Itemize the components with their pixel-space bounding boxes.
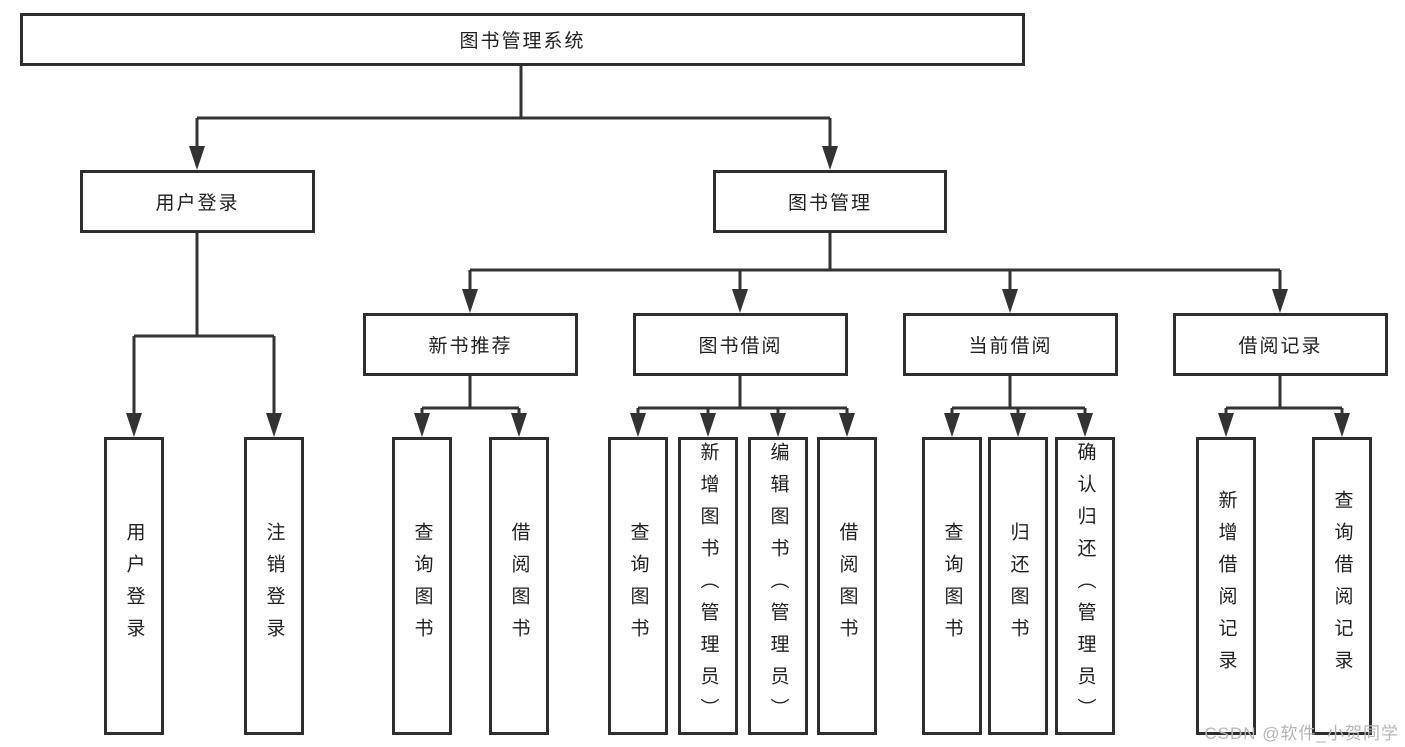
- leaf-query-borrow-record: 查询借阅记录: [1312, 437, 1372, 735]
- node-label: 查询图书: [627, 522, 649, 650]
- arrowheads: [126, 146, 1350, 437]
- node-label: 归还图书: [1007, 522, 1029, 650]
- node-book-borrowing: 图书借阅: [633, 313, 848, 376]
- node-book-management: 图书管理: [713, 170, 947, 233]
- node-label: 当前借阅: [968, 336, 1053, 357]
- node-label: 新书推荐: [428, 336, 513, 357]
- node-label: 用户登录: [123, 522, 145, 650]
- leaf-edit-books-admin: 编辑图书（管理员）: [748, 437, 808, 735]
- node-label: 借阅图书: [836, 522, 858, 650]
- node-label: 确认归还（管理员）: [1074, 442, 1096, 730]
- node-label: 注销登录: [263, 522, 285, 650]
- leaf-add-books-admin: 新增图书（管理员）: [678, 437, 738, 735]
- leaf-query-books-borrowing: 查询图书: [608, 437, 668, 735]
- leaf-logout-login: 注销登录: [244, 437, 304, 735]
- leaf-confirm-return-admin: 确认归还（管理员）: [1055, 437, 1115, 735]
- node-label: 新增借阅记录: [1215, 490, 1237, 682]
- node-current-borrowing: 当前借阅: [903, 313, 1118, 376]
- leaf-borrow-books-recommend: 借阅图书: [489, 437, 549, 735]
- node-label: 编辑图书（管理员）: [767, 442, 789, 730]
- node-label: 用户登录: [155, 193, 240, 214]
- node-label: 图书借阅: [698, 336, 783, 357]
- leaf-borrow-books: 借阅图书: [817, 437, 877, 735]
- node-borrowing-records: 借阅记录: [1173, 313, 1388, 376]
- node-label: 借阅图书: [508, 522, 530, 650]
- leaf-return-books: 归还图书: [988, 437, 1048, 735]
- node-library-management-system: 图书管理系统: [20, 13, 1025, 66]
- leaf-query-books-current: 查询图书: [922, 437, 982, 735]
- node-label: 查询图书: [411, 522, 433, 650]
- leaf-query-books-recommend: 查询图书: [392, 437, 452, 735]
- csdn-watermark: CSDN @软件_小贺同学: [1204, 724, 1399, 743]
- node-user-login: 用户登录: [80, 170, 315, 233]
- node-new-book-recommendation: 新书推荐: [363, 313, 578, 376]
- node-label: 查询图书: [941, 522, 963, 650]
- node-label: 查询借阅记录: [1331, 490, 1353, 682]
- node-label: 图书管理系统: [459, 31, 586, 52]
- leaf-add-borrow-record: 新增借阅记录: [1196, 437, 1256, 735]
- node-label: 借阅记录: [1238, 336, 1323, 357]
- leaf-user-login: 用户登录: [104, 437, 164, 735]
- node-label: 新增图书（管理员）: [697, 442, 719, 730]
- node-label: 图书管理: [787, 193, 872, 214]
